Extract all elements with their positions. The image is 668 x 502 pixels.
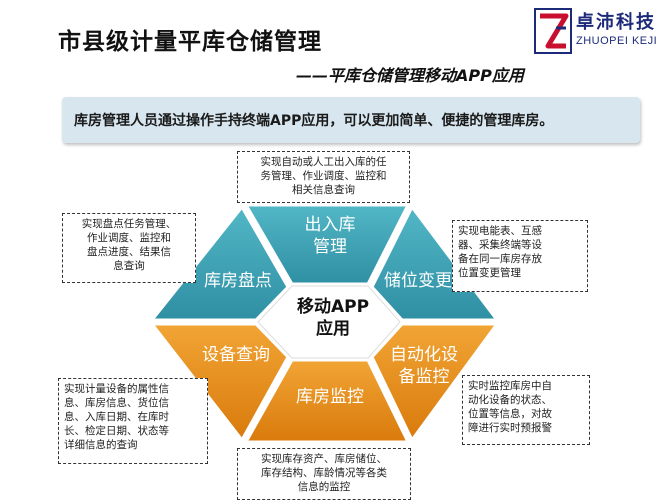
note-line: 息、入库日期、在库时 <box>64 411 169 423</box>
segment-lower-right-label-line1: 自动化设 <box>390 345 458 365</box>
note-line: 器、采集终端等设 <box>458 239 542 251</box>
note-line: 库存结构、库龄情况等各类 <box>261 467 387 479</box>
note-location-change: 实现电能表、互感 器、采集终端等设 备在同一库房存放 位置变更管理 <box>452 220 588 292</box>
note-inventory-check: 实现盘点任务管理、 作业调度、监控和 盘点进度、结果信 息查询 <box>62 213 196 283</box>
segment-top-label-line2: 管理 <box>313 237 347 257</box>
note-automation-monitor: 实时监控库房中自 动化设备的状态、 位置等信息，对故 障进行实时预报警 <box>462 375 590 445</box>
center-label-line2: 应用 <box>316 319 350 339</box>
segment-lower-left-label-line1: 设备查询 <box>202 345 270 365</box>
segment-upper-left[interactable] <box>148 204 290 322</box>
segment-upper-right-label: 储位变更 <box>372 270 464 292</box>
note-line: 信息的监控 <box>297 481 351 493</box>
page-subtitle: ——平库仓储管理移动APP应用 <box>296 66 524 85</box>
segment-lower-right[interactable] <box>370 322 500 443</box>
company-logo: 卓沛科技 ZHUOPEI KEJI <box>532 4 668 60</box>
segment-lower-right-label: 自动化设 备监控 <box>374 344 474 388</box>
segment-upper-left-label-line1: 库房盘点 <box>204 271 272 291</box>
center-label: 移动APP 应用 <box>288 296 378 340</box>
segment-bottom[interactable] <box>243 358 411 444</box>
note-line: 详细信息的查询 <box>64 439 138 451</box>
center-label-line1: 移动APP <box>296 297 370 317</box>
note-line: 位置变更管理 <box>458 267 521 279</box>
note-line: 实现自动或人工出入库的任 <box>260 156 387 168</box>
note-line: 障进行实时预报警 <box>468 422 552 434</box>
note-inbound-outbound: 实现自动或人工出入库的任 务管理、作业调度、监控和 相关信息查询 <box>237 151 410 203</box>
note-line: 动化设备的状态、 <box>468 394 552 406</box>
note-device-query: 实现计量设备的属性信 息、库房信息、货位信 息、入库日期、在库时 长、检定日期、… <box>58 378 208 464</box>
segment-lower-left-label: 设备查询 <box>188 344 284 366</box>
segment-lower-left[interactable] <box>148 322 290 443</box>
note-line: 备在同一库房存放 <box>458 253 542 265</box>
note-line: 位置等信息，对故 <box>468 408 552 420</box>
note-line: 息查询 <box>113 260 145 272</box>
segment-upper-left-label: 库房盘点 <box>190 270 286 292</box>
intro-banner-text: 库房管理人员通过操作手持终端APP应用，可以更加简单、便捷的管理库房。 <box>74 113 554 129</box>
intro-banner: 库房管理人员通过操作手持终端APP应用，可以更加简单、便捷的管理库房。 <box>62 97 640 143</box>
note-line: 实现计量设备的属性信 <box>64 383 169 395</box>
segment-lower-right-label-line2: 备监控 <box>398 367 450 387</box>
segment-bottom-label-line1: 库房监控 <box>296 387 364 407</box>
note-line: 息、库房信息、货位信 <box>64 397 169 409</box>
note-line: 长、检定日期、状态等 <box>64 425 169 437</box>
note-line: 实现盘点任务管理、 <box>81 218 177 230</box>
segment-upper-right-label-line1: 储位变更 <box>384 271 452 291</box>
segment-top-label: 出入库 管理 <box>292 214 368 258</box>
note-line: 务管理、作业调度、监控和 <box>260 170 387 182</box>
segment-bottom-label: 库房监控 <box>282 386 378 408</box>
center-hexagon[interactable] <box>257 285 401 359</box>
page-title: 市县级计量平库仓储管理 <box>58 29 322 55</box>
note-line: 实现电能表、互感 <box>458 225 542 237</box>
note-line: 实现库存资产、库房储位、 <box>261 453 387 465</box>
note-line: 实时监控库房中自 <box>468 380 552 392</box>
segment-top[interactable] <box>243 203 411 286</box>
logo-mark-icon <box>534 8 572 54</box>
logo-name-cn: 卓沛科技 <box>576 12 656 33</box>
note-warehouse-monitor: 实现库存资产、库房储位、 库存结构、库龄情况等各类 信息的监控 <box>237 448 411 500</box>
logo-name-en: ZHUOPEI KEJI <box>576 35 658 47</box>
note-line: 盘点进度、结果信 <box>87 246 171 258</box>
note-line: 作业调度、监控和 <box>87 232 171 244</box>
note-line: 相关信息查询 <box>292 184 355 196</box>
segment-top-label-line1: 出入库 <box>304 215 356 235</box>
